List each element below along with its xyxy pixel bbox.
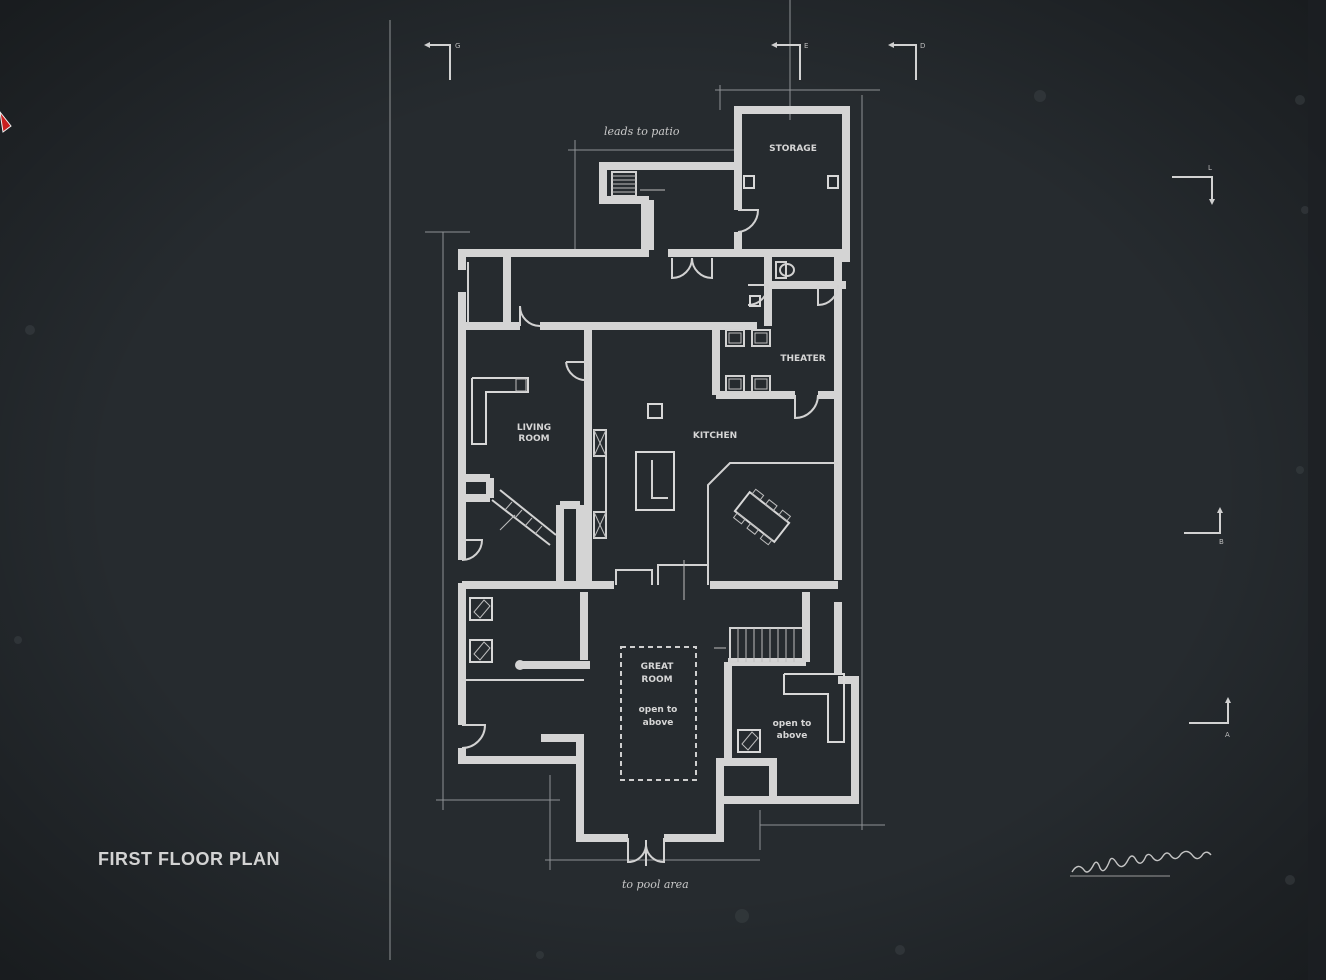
svg-text:D: D (920, 42, 925, 50)
note-leads-to-patio: leads to patio (604, 125, 680, 138)
svg-text:L: L (1208, 164, 1212, 172)
room-label-storage: STORAGE (769, 144, 817, 154)
room-label-theater: THEATER (780, 354, 825, 364)
svg-text:B: B (1219, 538, 1224, 546)
great-open-note-2: above (643, 718, 674, 728)
room-label-living-1: LIVING (517, 423, 551, 433)
doors (461, 209, 839, 866)
svg-text:A: A (1225, 731, 1230, 739)
lower-left-furniture (462, 597, 584, 681)
dimension-lines (389, 0, 885, 960)
section-mark-a: A (1189, 697, 1231, 739)
section-mark-l: L (1172, 164, 1215, 205)
plan-title: FIRST FLOOR PLAN (98, 849, 280, 869)
room-label-great-1: GREAT (641, 662, 675, 672)
stair-living (491, 489, 557, 546)
open-above-note-1: open to (773, 719, 812, 729)
exterior-walls (458, 106, 859, 842)
section-mark-g: G (424, 42, 460, 80)
room-label-living-2: ROOM (518, 434, 549, 444)
lower-right-furniture (737, 673, 845, 753)
room-label-great-2: ROOM (641, 675, 672, 685)
chalk-smudges (14, 90, 1309, 959)
open-above-note-2: above (777, 731, 808, 741)
theater-seats (725, 329, 771, 393)
signature-scribble (1071, 850, 1212, 873)
cursor-arrow-icon (0, 111, 12, 133)
kitchen-fixtures (593, 403, 709, 600)
note-to-pool-area: to pool area (622, 878, 689, 891)
section-mark-b: B (1184, 507, 1224, 546)
section-marks: G E D L B A (424, 42, 1231, 739)
great-room-open-outline (620, 646, 697, 781)
section-mark-e: E (771, 42, 808, 80)
section-mark-d: D (888, 42, 925, 80)
room-label-kitchen: KITCHEN (693, 431, 737, 441)
living-furniture (471, 377, 529, 445)
page-edge-shadow (1308, 0, 1326, 980)
svg-text:E: E (804, 42, 808, 50)
dining-area (707, 462, 838, 585)
great-open-note-1: open to (639, 705, 678, 715)
stair-great-room (714, 627, 805, 663)
svg-text:G: G (455, 42, 460, 50)
stair-patio (611, 171, 665, 197)
bath-fixtures (743, 175, 839, 307)
